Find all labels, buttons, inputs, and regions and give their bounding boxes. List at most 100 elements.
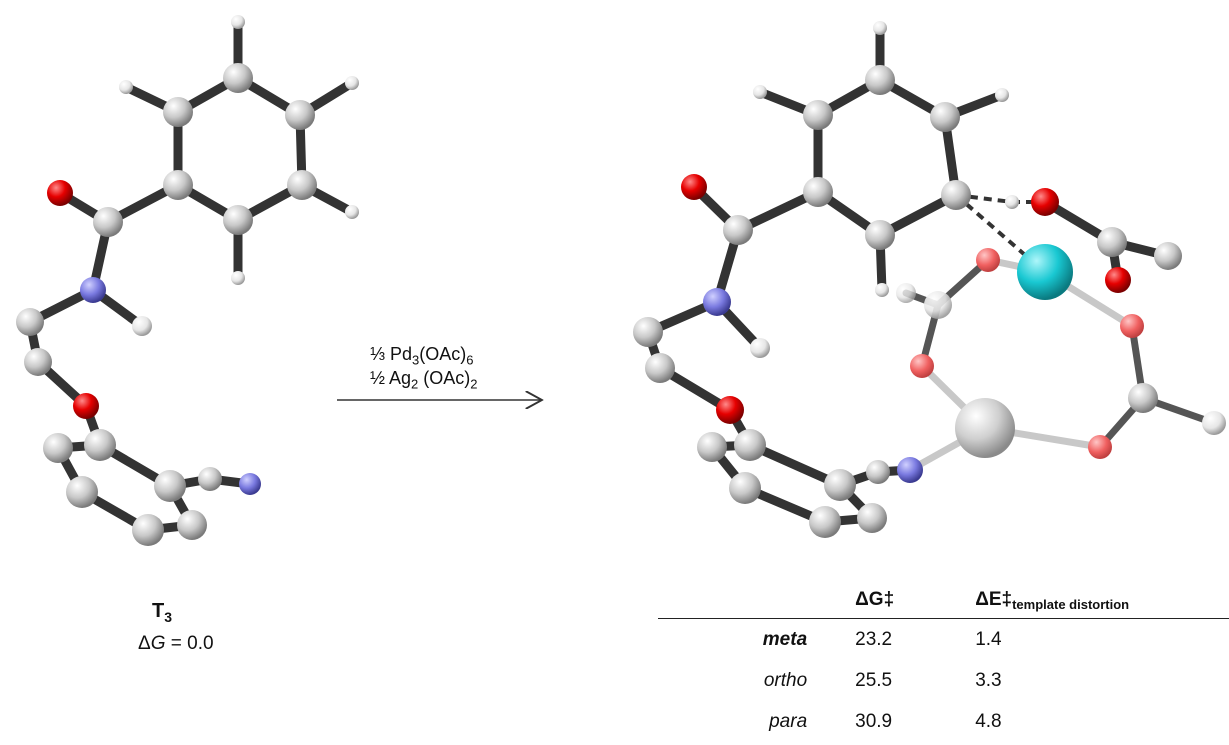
hydrogen-atom bbox=[750, 338, 770, 358]
nitrogen-atom bbox=[703, 288, 731, 316]
header-de-sub: template distortion bbox=[1012, 596, 1130, 612]
carbon-atom bbox=[729, 472, 761, 504]
row-de: 4.8 bbox=[975, 710, 1002, 732]
faded-oxygen-atom bbox=[1120, 314, 1144, 338]
carbon-atom bbox=[633, 317, 663, 347]
energy-delta: Δ bbox=[138, 633, 151, 654]
table-header-empty bbox=[658, 580, 848, 619]
carbon-atom bbox=[941, 180, 971, 210]
row-label: para bbox=[769, 710, 808, 732]
transferring-hydrogen-atom bbox=[1005, 195, 1019, 209]
carbon-atom bbox=[645, 353, 675, 383]
hydrogen-atom bbox=[345, 205, 359, 219]
carbon-atom bbox=[223, 63, 253, 93]
header-de-main: ΔE‡ bbox=[975, 588, 1013, 610]
carbon-atom bbox=[198, 467, 222, 491]
carbon-atom bbox=[865, 65, 895, 95]
row-de: 1.4 bbox=[975, 628, 1002, 650]
carbon-atom bbox=[163, 170, 193, 200]
carbon-atom bbox=[824, 469, 856, 501]
carbon-atom bbox=[154, 470, 186, 502]
carbon-atom bbox=[1097, 227, 1127, 257]
table-header-dg: ΔG‡ bbox=[847, 580, 968, 619]
hydrogen-atom bbox=[1202, 411, 1226, 435]
table-row: meta 23.2 1.4 bbox=[658, 619, 1229, 661]
right-molecule-atoms bbox=[633, 21, 1226, 538]
row-label: ortho bbox=[763, 669, 808, 691]
carbon-atom bbox=[1128, 383, 1158, 413]
hydrogen-atom bbox=[231, 15, 245, 29]
energy-value: = 0.0 bbox=[165, 633, 214, 654]
reagent-ag-mid: (OAc) bbox=[418, 368, 471, 388]
silver-atom bbox=[955, 398, 1015, 458]
left-molecule-atoms bbox=[16, 15, 359, 546]
carbon-atom bbox=[803, 177, 833, 207]
hydrogen-atom bbox=[231, 271, 245, 285]
hydrogen-atom bbox=[132, 316, 152, 336]
hydrogen-atom bbox=[873, 21, 887, 35]
faded-oxygen-atom bbox=[910, 354, 934, 378]
compound-label: T3 bbox=[152, 600, 172, 625]
carbon-atom bbox=[734, 429, 766, 461]
energy-table: ΔG‡ ΔE‡template distortion meta 23.2 1.4… bbox=[658, 580, 1229, 742]
reagent-pd-sub2: 6 bbox=[466, 352, 474, 368]
carbon-atom bbox=[66, 476, 98, 508]
carbon-atom bbox=[866, 460, 890, 484]
left-molecule-bonds bbox=[25, 17, 357, 535]
faded-carbon-atom bbox=[924, 291, 952, 319]
carbon-atom bbox=[809, 506, 841, 538]
oxygen-atom bbox=[1031, 188, 1059, 216]
carbon-atom bbox=[223, 205, 253, 235]
carbon-atom bbox=[803, 100, 833, 130]
table-header-row: ΔG‡ ΔE‡template distortion bbox=[658, 580, 1229, 619]
carbon-atom bbox=[16, 308, 44, 336]
oxygen-atom bbox=[716, 396, 744, 424]
hydrogen-atom bbox=[119, 80, 133, 94]
carbon-atom bbox=[163, 97, 193, 127]
oxygen-atom bbox=[73, 393, 99, 419]
reagent-ag-prefix: ½ Ag bbox=[370, 368, 412, 388]
carbon-atom bbox=[1154, 242, 1182, 270]
carbon-atom bbox=[43, 433, 73, 463]
reagent-pd-mid: (OAc) bbox=[419, 344, 467, 364]
carbon-atom bbox=[857, 503, 887, 533]
compound-subscript: 3 bbox=[164, 609, 173, 625]
reagent-pd-prefix: ⅓ Pd bbox=[370, 344, 413, 364]
carbon-atom bbox=[930, 102, 960, 132]
reagent-ag-sub: 2 bbox=[411, 376, 419, 392]
carbon-atom bbox=[177, 510, 207, 540]
nitrogen-atom bbox=[239, 473, 261, 495]
nitrogen-atom bbox=[897, 457, 923, 483]
carbon-atom bbox=[93, 207, 123, 237]
oxygen-atom bbox=[1105, 267, 1131, 293]
carbon-atom bbox=[287, 170, 317, 200]
carbon-atom bbox=[697, 432, 727, 462]
carbon-atom bbox=[84, 429, 116, 461]
table-row: para 30.9 4.8 bbox=[658, 701, 1229, 742]
table-header-de: ΔE‡template distortion bbox=[967, 580, 1229, 619]
energy-variable: G bbox=[150, 633, 166, 654]
reagent-line-1: ⅓ Pd3(OAc)6 bbox=[370, 344, 474, 368]
compound-name: T bbox=[152, 600, 165, 622]
hydrogen-atom bbox=[995, 88, 1009, 102]
row-dg: 23.2 bbox=[855, 628, 893, 650]
carbon-atom bbox=[132, 514, 164, 546]
reagent-line-2: ½ Ag2 (OAc)2 bbox=[370, 368, 478, 392]
row-dg: 25.5 bbox=[855, 669, 893, 691]
reagent-pd-sub: 3 bbox=[412, 352, 420, 368]
faded-oxygen-atom bbox=[976, 248, 1000, 272]
palladium-atom bbox=[1017, 244, 1073, 300]
hydrogen-atom bbox=[345, 76, 359, 90]
compound-energy: ΔG = 0.0 bbox=[138, 633, 214, 655]
table-row: ortho 25.5 3.3 bbox=[658, 660, 1229, 701]
oxygen-atom bbox=[47, 180, 73, 206]
oxygen-atom bbox=[681, 174, 707, 200]
row-dg: 30.9 bbox=[855, 710, 893, 732]
row-label: meta bbox=[762, 628, 808, 650]
hydrogen-atom bbox=[753, 85, 767, 99]
carbon-atom bbox=[285, 100, 315, 130]
carbon-atom bbox=[865, 220, 895, 250]
faded-oxygen-atom bbox=[1088, 435, 1112, 459]
carbon-atom bbox=[24, 348, 52, 376]
